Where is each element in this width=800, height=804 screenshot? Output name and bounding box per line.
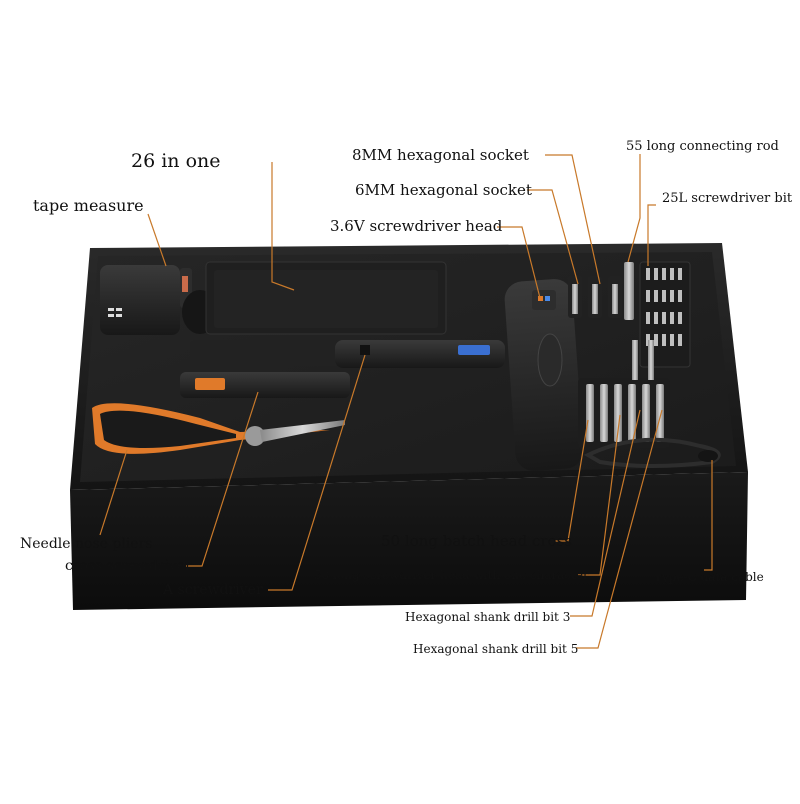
bit-box xyxy=(205,261,447,335)
type-c-cable xyxy=(583,437,721,468)
label-tape-measure: tape measure xyxy=(33,196,144,215)
label-6mm-hex-socket: 6MM hexagonal socket xyxy=(355,181,532,199)
sockets-and-rods xyxy=(568,262,634,320)
label-hex-shank-drill-bit-5: Hexagonal shank drill bit 5 xyxy=(413,642,579,656)
screwdriver-bit-rack xyxy=(639,261,691,368)
label-25l-screwdriver-bit: 25L screwdriver bit xyxy=(662,191,793,206)
label-50-long-screwdriver-head: 50 long screwdriver head with one charac… xyxy=(314,568,589,582)
label-hex-shank-drill-bit-3: Hexagonal shank drill bit 3 xyxy=(405,610,571,624)
leader-lines xyxy=(99,154,713,649)
label-a-screwdriver: A screwdriver xyxy=(163,582,263,598)
label-type-c-data-cable: Type-C data cable xyxy=(654,570,764,584)
label-55-long-connecting-rod: 55 long connecting rod xyxy=(626,139,779,154)
label-50-long-batch-head-cross: 50 long batch head cross xyxy=(381,532,572,550)
needle-nose-pliers xyxy=(92,403,345,454)
label-needle-nose-pliers: Needle nose pliers xyxy=(20,536,153,552)
cross-screwdriver-tool xyxy=(180,340,350,398)
label-cross-screwdriver: cross screwdriver xyxy=(65,558,192,574)
label-36v-screwdriver-head: 3.6V screwdriver head xyxy=(330,217,503,235)
electric-screwdriver xyxy=(504,279,584,471)
label-8mm-hex-socket: 8MM hexagonal socket xyxy=(352,146,529,164)
long-bits-and-drills xyxy=(578,340,670,448)
label-26-in-one: 26 in one xyxy=(131,150,221,172)
a-screwdriver-tool xyxy=(335,340,505,368)
